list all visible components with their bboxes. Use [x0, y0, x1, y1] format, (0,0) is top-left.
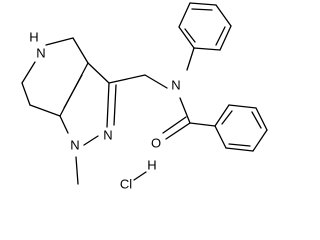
- atom-label-o: O: [151, 136, 161, 151]
- bond: [106, 82, 110, 128]
- bond: [189, 2, 217, 6]
- bond: [113, 84, 117, 126]
- bond: [193, 47, 221, 51]
- atom-label-n-amide: N: [171, 78, 180, 93]
- atom-labels: H N N N N O Cl H: [29, 30, 180, 192]
- bond: [87, 62, 110, 84]
- atom-label-nh: N: [36, 46, 45, 61]
- atom-label-cl: Cl: [120, 177, 132, 192]
- bond: [221, 110, 233, 125]
- atom-label-hcl-h: H: [147, 158, 156, 173]
- bond: [162, 116, 187, 134]
- chemical-structure-diagram: H N N N N O Cl H: [21, 2, 268, 192]
- bond: [178, 26, 195, 49]
- atom-label-n-pyrazole-methyl: N: [70, 138, 79, 153]
- bond: [252, 129, 268, 152]
- bond: [133, 171, 147, 181]
- bond: [45, 37, 74, 46]
- bond: [59, 115, 69, 134]
- bond: [214, 104, 230, 127]
- bond: [165, 122, 191, 140]
- bond: [225, 147, 254, 152]
- bond: [215, 4, 232, 27]
- bond: [214, 125, 227, 149]
- bond-lines: [21, 2, 268, 185]
- bond: [63, 74, 83, 109]
- bond: [108, 74, 146, 84]
- bond: [189, 122, 216, 127]
- bond: [21, 82, 31, 106]
- bond: [29, 104, 61, 117]
- atom-label-n-pyrazole-2: N: [103, 128, 112, 143]
- bond: [178, 2, 191, 28]
- bond: [75, 156, 79, 185]
- bond: [228, 143, 251, 147]
- bond: [184, 28, 196, 43]
- bond: [72, 37, 89, 64]
- bond: [255, 107, 268, 131]
- bond: [144, 74, 168, 89]
- bond: [191, 8, 213, 11]
- atom-label-nh-h: H: [29, 30, 38, 45]
- bond: [83, 135, 99, 146]
- bond: [251, 111, 262, 129]
- bond: [179, 97, 191, 124]
- bond: [228, 104, 257, 109]
- bond: [21, 61, 36, 84]
- bond: [215, 26, 226, 46]
- bond: [186, 47, 195, 71]
- bond: [219, 25, 232, 51]
